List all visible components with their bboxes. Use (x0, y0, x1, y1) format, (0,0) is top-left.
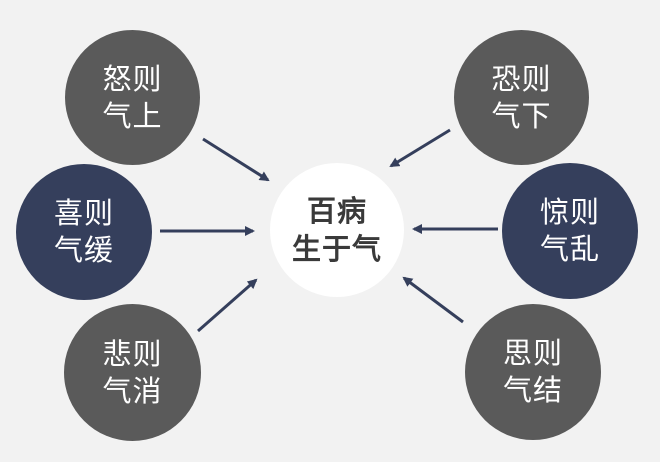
arrow-fear-to-center (389, 128, 451, 168)
emotion-line-1: 思则 (502, 336, 563, 370)
arrow-anger-to-center (202, 137, 270, 182)
emotion-line-2: 气缓 (53, 233, 114, 267)
center-line-2: 生于气 (291, 232, 382, 266)
arrow-sorrow-to-center (197, 278, 258, 333)
emotion-circle-fright: 惊则 气乱 (502, 163, 638, 299)
emotion-circle-anger: 怒则 气上 (65, 30, 200, 165)
emotion-line-2: 气上 (102, 98, 163, 133)
arrow-thought-to-center (402, 276, 464, 324)
emotion-line-1: 怒则 (102, 61, 163, 96)
emotion-line-1: 恐则 (491, 61, 552, 96)
emotion-circle-thought: 思则 气结 (465, 304, 601, 440)
center-circle: 百病 生于气 (270, 163, 404, 297)
emotion-line-1: 惊则 (539, 195, 600, 229)
emotion-line-2: 气消 (102, 373, 163, 408)
emotion-line-2: 气结 (502, 373, 563, 407)
emotion-circle-joy: 喜则 气缓 (16, 164, 152, 300)
emotion-line-1: 悲则 (102, 336, 163, 371)
emotion-circle-fear: 恐则 气下 (454, 30, 589, 165)
emotion-circle-sorrow: 悲则 气消 (64, 304, 201, 441)
emotion-line-2: 气乱 (539, 232, 600, 266)
emotion-line-2: 气下 (491, 98, 552, 133)
emotion-line-1: 喜则 (53, 196, 114, 230)
center-line-1: 百病 (306, 194, 367, 228)
